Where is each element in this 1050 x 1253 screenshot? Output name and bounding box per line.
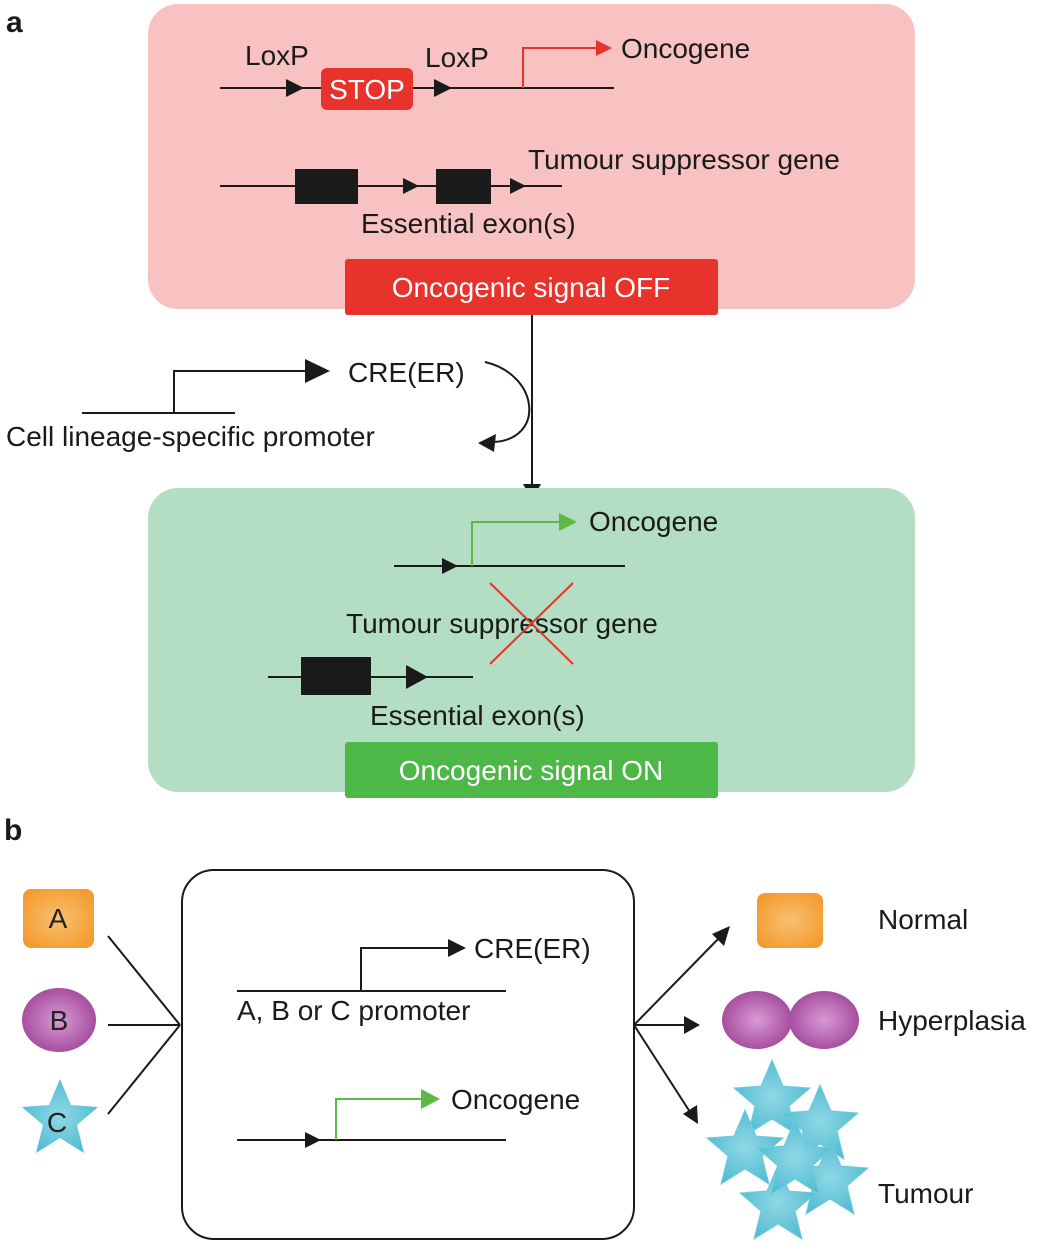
oncogenic-signal-on-badge — [345, 742, 718, 798]
outcome-arrow-tumour — [633, 1024, 691, 1113]
normal-cell — [757, 893, 823, 948]
loxp-site-b — [305, 1132, 321, 1148]
oncogene-label-b: Oncogene — [451, 1084, 580, 1115]
cre-er-label-b: CRE(ER) — [474, 933, 591, 964]
loxp-ts-site-1-off — [403, 178, 419, 194]
cell-c-label: C — [47, 1107, 67, 1138]
deletion-cross-line-2 — [489, 582, 574, 665]
oncogenic-signal-on-label: Oncogenic signal ON — [399, 755, 664, 786]
essential-exons-label-off: Essential exon(s) — [361, 208, 576, 239]
outcome-arrowhead-tumour — [683, 1105, 698, 1124]
oncogenic-signal-off-badge — [345, 259, 718, 315]
loxp-left-label: LoxP — [245, 40, 309, 71]
cre-promoter-arrowhead — [305, 359, 330, 383]
cell-a-square — [23, 889, 94, 948]
input-line-c — [107, 1024, 181, 1115]
oncogene-promoter-arrow-b — [335, 1098, 424, 1140]
outcome-tumour-label: Tumour — [878, 1178, 973, 1209]
hyperplasia-cell-2 — [789, 991, 859, 1049]
cre-action-curve — [484, 361, 531, 443]
oncogene-label-off: Oncogene — [621, 33, 750, 64]
oncogene-promoter-arrow-on — [471, 521, 562, 566]
outcome-arrowhead-normal — [712, 926, 730, 946]
cell-b-oval — [22, 988, 96, 1052]
input-line-a — [107, 935, 181, 1026]
outcome-hyperplasia-label: Hyperplasia — [878, 1005, 1026, 1036]
cell-b-label: B — [50, 1005, 69, 1036]
oncogene-promoter-arrowhead-b — [421, 1089, 440, 1109]
abc-promoter-label: A, B or C promoter — [237, 995, 470, 1026]
cell-a-label: A — [49, 903, 68, 934]
cre-action-arrowhead — [478, 434, 496, 452]
essential-exons-label-on: Essential exon(s) — [370, 700, 585, 731]
oncogenic-signal-off-label: Oncogenic signal OFF — [392, 272, 671, 303]
exon-1-off — [295, 169, 358, 204]
panel-b-letter: b — [4, 814, 22, 847]
abc-promoter-arrowhead — [448, 939, 466, 957]
cre-promoter-arrow — [173, 370, 312, 413]
tumour-cluster — [706, 1059, 869, 1240]
tumour-suppressor-label-off: Tumour suppressor gene — [528, 144, 840, 175]
outcome-normal-label: Normal — [878, 904, 968, 935]
outcome-arrow-normal — [633, 934, 723, 1026]
oncogene-promoter-arrowhead-off — [596, 40, 612, 56]
tumour-suppressor-label-on: Tumour suppressor gene — [346, 608, 658, 639]
panel-a-letter: a — [6, 6, 23, 39]
transgenic-construct-box — [181, 869, 635, 1240]
loxp-right-site — [434, 79, 452, 97]
outcome-arrowhead-hyperplasia — [684, 1016, 700, 1034]
stop-cassette — [321, 68, 413, 110]
loxp-right-label: LoxP — [425, 42, 489, 73]
abc-promoter-arrow — [360, 947, 452, 991]
cell-lineage-promoter-label: Cell lineage-specific promoter — [6, 421, 375, 452]
hyperplasia-cell-1 — [722, 991, 792, 1049]
loxp-site-remaining-on — [406, 665, 428, 689]
exon-remaining-on — [301, 657, 371, 695]
exon-2-off — [436, 169, 491, 204]
loxp-left-site — [286, 79, 304, 97]
oncogene-label-on: Oncogene — [589, 506, 718, 537]
loxp-ts-site-2-off — [510, 178, 526, 194]
oncogene-promoter-arrowhead-on — [559, 513, 577, 531]
oncogene-promoter-arrow-off — [522, 47, 598, 88]
stop-label: STOP — [329, 74, 405, 105]
loxp-site-on — [442, 558, 458, 574]
oncogenic-on-box — [148, 488, 915, 792]
cre-er-label-a: CRE(ER) — [348, 357, 465, 388]
